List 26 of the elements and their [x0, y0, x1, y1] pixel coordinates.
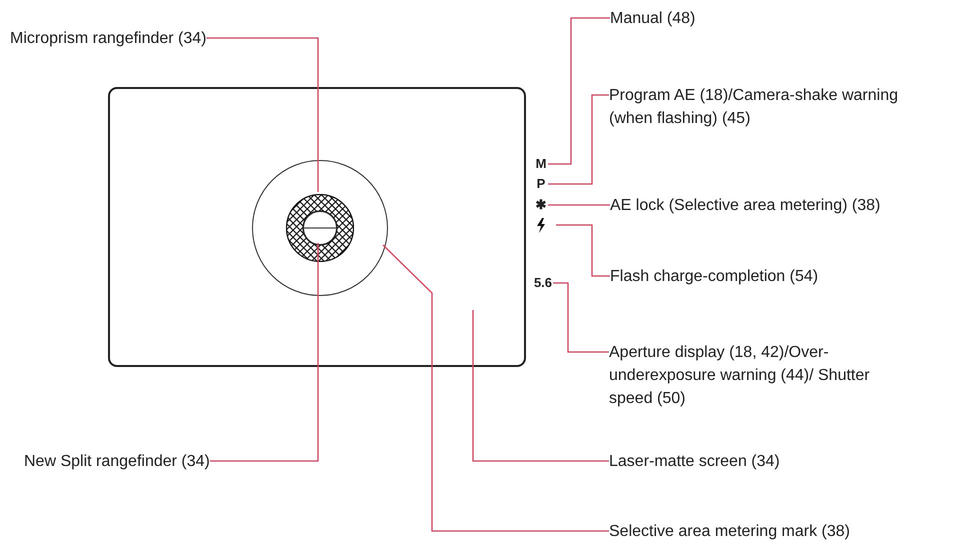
flash-icon	[536, 218, 546, 233]
callout-label: Program AE (18)/Camera-shake warning (when flashing) (45)	[609, 84, 909, 130]
leader-line	[548, 204, 610, 206]
leader-line	[556, 224, 610, 277]
leader-line	[472, 310, 609, 462]
metering-circle	[252, 160, 388, 296]
indicator-symbol: ✱	[534, 198, 548, 212]
leader-line	[382, 244, 609, 532]
callout-label: Laser-matte screen (34)	[609, 450, 780, 473]
leader-line	[206, 37, 319, 192]
leader-line	[210, 243, 319, 462]
viewfinder-frame	[108, 87, 526, 367]
aperture-value: 5.6	[533, 276, 553, 290]
split-circle	[303, 211, 337, 245]
callout-label: Selective area metering mark (38)	[609, 520, 850, 543]
callout-label: New Split rangefinder (34)	[24, 450, 210, 473]
indicator-symbol: M	[534, 157, 548, 171]
callout-label: Manual (48)	[610, 7, 696, 30]
callout-label: Aperture display (18, 42)/Over- underexposure warning (44)/ Shutter speed (50)	[609, 341, 909, 410]
callout-label: AE lock (Selective area metering) (38)	[610, 194, 880, 217]
leader-line	[548, 17, 610, 165]
leader-line	[548, 94, 609, 185]
callout-label: Flash charge-completion (54)	[610, 265, 818, 288]
leader-line	[553, 282, 609, 353]
callout-label: Microprism rangefinder (34)	[10, 27, 207, 50]
indicator-symbol: P	[534, 177, 548, 191]
